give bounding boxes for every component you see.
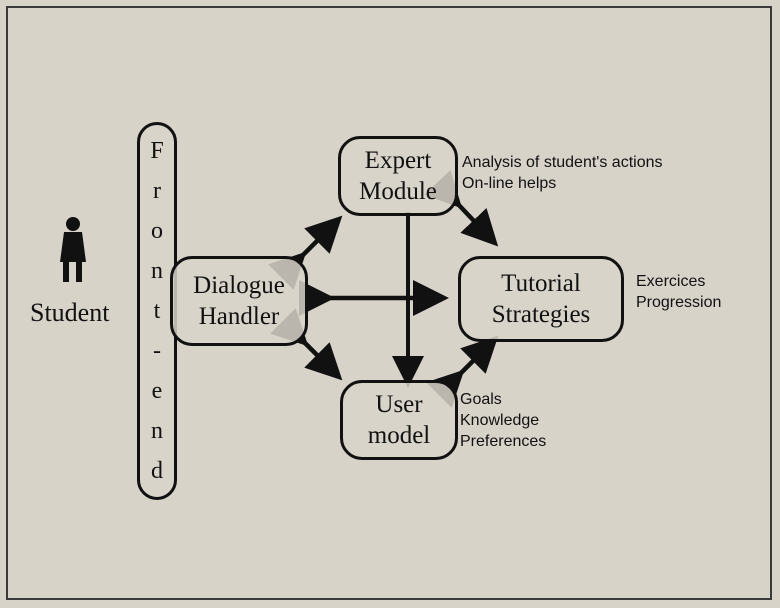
- tutorial-strategies-line2: Strategies: [491, 301, 591, 328]
- arrow-tutorial-user: [426, 335, 499, 408]
- arrow-expert-tutorial: [424, 170, 499, 247]
- user-note: Goals: [460, 391, 502, 408]
- front-end-letter: e: [151, 377, 163, 404]
- student-label: Student: [30, 298, 110, 327]
- expert-module-line1: Expert: [364, 146, 432, 174]
- user-model-line1: User: [375, 390, 423, 418]
- front-end-letter: -: [153, 337, 161, 364]
- front-end-letter: F: [150, 137, 164, 164]
- expert-notes: Analysis of student's actions On-line he…: [462, 153, 663, 195]
- user-note: Preferences: [460, 432, 547, 450]
- user-notes: Goals Knowledge Preferences: [460, 390, 546, 452]
- front-end-letter: r: [153, 177, 161, 204]
- expert-note: Analysis of student's actions: [462, 154, 663, 171]
- tutorial-notes: Exercices Progression: [636, 272, 721, 314]
- tutorial-note: Progression: [636, 293, 722, 311]
- diagram-frame: [6, 6, 772, 600]
- expert-note: On-line helps: [462, 174, 557, 192]
- tutorial-strategies-line1: Tutorial: [501, 269, 581, 297]
- user-model-box: User model: [340, 380, 458, 460]
- expert-module-box: Expert Module: [338, 136, 458, 216]
- front-end-letter: t: [153, 297, 161, 324]
- arrow-dialogue-user: [270, 308, 343, 381]
- dialogue-handler-line1: Dialogue: [193, 271, 285, 299]
- dialogue-handler-box: Dialogue Handler: [170, 256, 308, 346]
- dialogue-handler-line2: Handler: [198, 303, 280, 330]
- arrow-dialogue-expert: [268, 215, 343, 290]
- expert-module-line2: Module: [359, 178, 437, 205]
- user-model-line2: model: [367, 422, 431, 449]
- tutorial-strategies-box: Tutorial Strategies: [458, 256, 624, 342]
- front-end-letter: n: [151, 257, 163, 284]
- user-note: Knowledge: [460, 411, 540, 429]
- front-end-letter: d: [151, 457, 163, 484]
- front-end-letter: n: [151, 417, 163, 444]
- front-end-letter: o: [151, 217, 163, 244]
- student-figure-icon: [60, 217, 86, 282]
- tutorial-note: Exercices: [636, 273, 706, 290]
